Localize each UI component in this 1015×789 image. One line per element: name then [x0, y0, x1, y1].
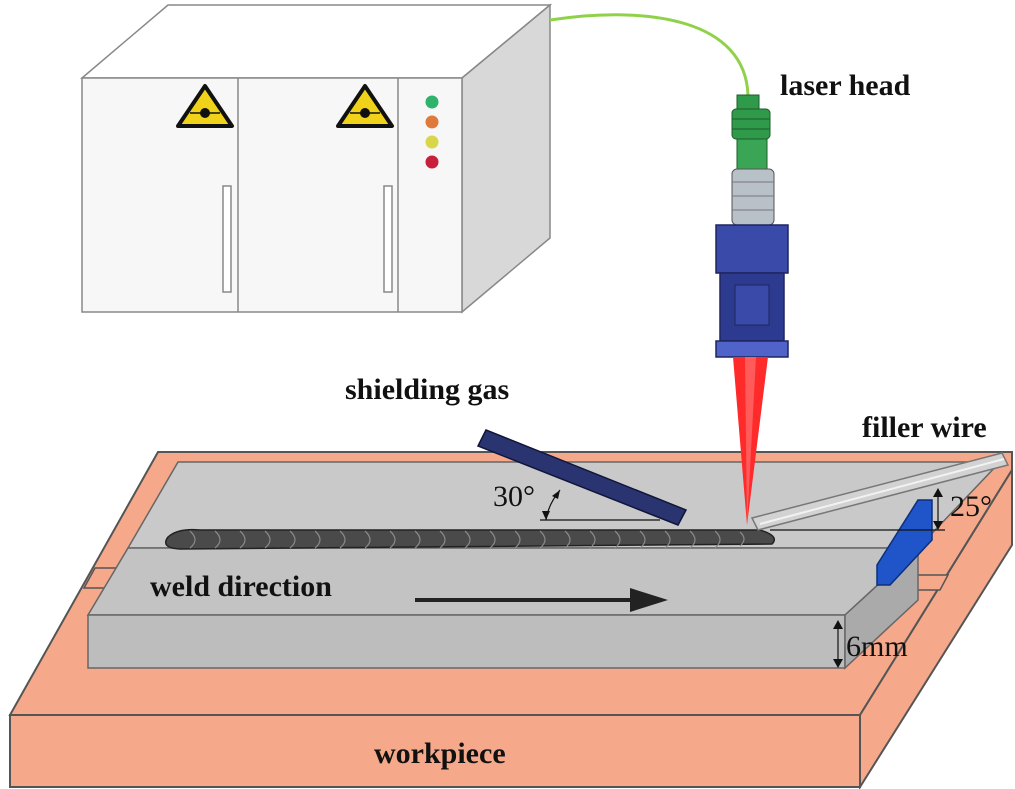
- gas-angle-marker: [540, 489, 660, 521]
- label-filler-wire: filler wire: [862, 411, 987, 444]
- indicator-light: [425, 155, 439, 169]
- laser-warning-icon: [176, 84, 234, 128]
- backing-strip: [876, 499, 933, 586]
- filler-wire: [750, 452, 1010, 531]
- weld-bead: [165, 528, 775, 550]
- base-plates: [86, 461, 1002, 670]
- shielding-gas-nozzle: [476, 429, 688, 526]
- laser-beam-core: [745, 357, 756, 525]
- thickness-marker: [833, 620, 843, 668]
- indicator-light: [425, 115, 439, 129]
- cabinet-handle-right: [383, 185, 393, 293]
- front-plate-front: [87, 614, 846, 669]
- fixture-right-face: [859, 466, 1013, 789]
- label-gas-angle: 30°: [493, 480, 535, 513]
- indicator-light: [425, 135, 439, 149]
- label-workpiece: workpiece: [374, 737, 506, 770]
- wire-angle-marker: [770, 488, 945, 531]
- cabinet-front: [81, 77, 463, 313]
- label-weld-direction: weld direction: [150, 570, 332, 603]
- laser-warning-icon: [336, 84, 394, 128]
- weld-direction-arrow: [415, 588, 668, 612]
- indicator-light: [425, 95, 439, 109]
- label-shielding-gas: shielding gas: [345, 373, 509, 406]
- laser-source-cabinet: [79, 3, 553, 314]
- indicator-lights: [425, 95, 439, 169]
- label-laser-head: laser head: [780, 69, 911, 102]
- laser-head: [715, 94, 789, 358]
- cabinet-handle-left: [222, 185, 232, 293]
- optical-fiber: [549, 13, 750, 96]
- label-thickness: 6mm: [846, 630, 908, 663]
- label-wire-angle: 25°: [950, 490, 992, 523]
